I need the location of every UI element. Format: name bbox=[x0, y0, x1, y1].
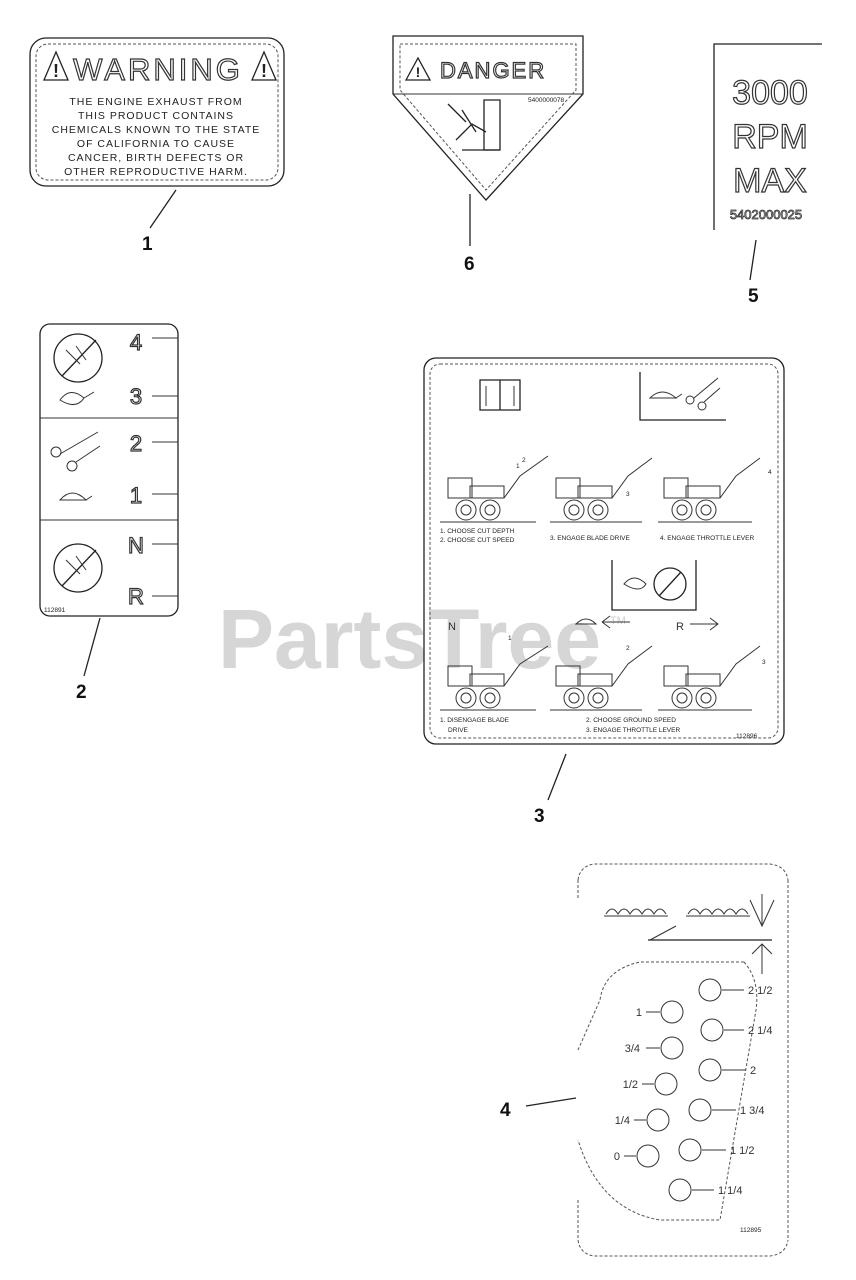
callout-6: 6 bbox=[464, 254, 475, 275]
decal-6-part-number: 5400000078 bbox=[528, 97, 565, 104]
reverse-label: R bbox=[676, 621, 684, 633]
leader-line bbox=[83, 617, 101, 677]
decal-3-operating-instructions: 1 2 3 4 1. CHOOSE CUT DEPTH 2. CHOOSE CU… bbox=[423, 357, 785, 827]
decal-3-caption: 3. ENGAGE THROTTLE LEVER bbox=[586, 727, 680, 734]
watermark-trademark: TM bbox=[610, 615, 626, 627]
depth-label-right: 1 3/4 bbox=[740, 1105, 764, 1117]
watermark-text: PartsTree bbox=[218, 592, 601, 686]
hand-blade-hazard-icon bbox=[447, 99, 501, 151]
depth-label-right: 2 1/4 bbox=[748, 1025, 772, 1037]
decal-1-line: THE ENGINE EXHAUST FROM bbox=[69, 96, 242, 108]
gear-label: 3 bbox=[130, 384, 142, 409]
machine-illustration bbox=[550, 645, 653, 711]
depth-label-left: 1 bbox=[636, 1007, 642, 1019]
turtle-slow-icon bbox=[648, 391, 683, 399]
depth-label-left: 0 bbox=[614, 1151, 620, 1163]
machine-illustration bbox=[440, 455, 549, 523]
gear-label: 1 bbox=[130, 483, 142, 508]
decal-2-part-number: 112891 bbox=[44, 607, 66, 614]
svg-text:!: ! bbox=[416, 64, 421, 80]
no-blade-icon bbox=[53, 333, 103, 383]
callout-4: 4 bbox=[500, 1100, 511, 1121]
depth-hole bbox=[636, 978, 724, 1202]
no-blade-icon bbox=[653, 567, 687, 601]
decal-5-line: RPM bbox=[732, 118, 808, 156]
depth-label-left: 1/2 bbox=[623, 1079, 638, 1091]
step-number: 2 bbox=[522, 457, 526, 464]
leader-line bbox=[749, 239, 757, 281]
machine-illustration bbox=[440, 645, 549, 711]
decal-3-caption: 2. CHOOSE GROUND SPEED bbox=[586, 717, 676, 724]
machine-illustration bbox=[550, 457, 653, 523]
decal-6-title: DANGER bbox=[440, 58, 546, 83]
decal-2-gear-selector: 4 3 2 1 N R 112891 2 bbox=[39, 323, 179, 703]
decal-4-cut-depth-gauge: 1 3/4 1/2 1/4 0 2 1/2 2 1/4 2 1 3/4 1 1/… bbox=[500, 863, 789, 1257]
decal-5-rpm: 3000 RPM MAX 5402000025 5 bbox=[713, 43, 822, 307]
gear-label: R bbox=[128, 584, 144, 609]
svg-text:!: ! bbox=[53, 61, 59, 81]
depth-label-right: 2 bbox=[750, 1065, 756, 1077]
machine-illustration bbox=[658, 457, 761, 523]
step-number: 3 bbox=[762, 659, 766, 666]
decal-1-line: CANCER, BIRTH DEFECTS OR bbox=[68, 152, 244, 164]
forward-arrow-icon bbox=[690, 617, 719, 631]
depth-label-left: 3/4 bbox=[625, 1043, 640, 1055]
step-number: 1 bbox=[508, 635, 512, 642]
decal-3-caption: 1. CHOOSE CUT DEPTH bbox=[440, 528, 515, 535]
step-number: 2 bbox=[626, 645, 630, 652]
depth-label-right: 1 1/2 bbox=[730, 1145, 754, 1157]
gear-label: 4 bbox=[130, 330, 142, 355]
svg-text:!: ! bbox=[261, 61, 267, 81]
danger-triangle-icon bbox=[404, 56, 432, 81]
decal-3-caption: 3. ENGAGE BLADE DRIVE bbox=[550, 535, 630, 542]
scissors-cut-icon bbox=[50, 431, 101, 472]
depth-label-right: 2 1/2 bbox=[748, 985, 772, 997]
step-number: 4 bbox=[768, 469, 772, 476]
reverse-arrow-icon bbox=[574, 615, 630, 629]
step-number: 1 bbox=[516, 463, 520, 470]
decal-3-caption: DRIVE bbox=[448, 727, 469, 734]
scissors-cut-icon bbox=[685, 377, 721, 411]
rabbit-fast-icon bbox=[59, 391, 95, 405]
neutral-label: N bbox=[448, 621, 456, 633]
callout-2: 2 bbox=[76, 682, 87, 703]
decal-3-caption: 4. ENGAGE THROTTLE LEVER bbox=[660, 535, 754, 542]
step-number: 3 bbox=[626, 491, 630, 498]
decal-1-line: CHEMICALS KNOWN TO THE STATE bbox=[52, 124, 260, 136]
warning-triangle-icon bbox=[251, 50, 277, 81]
decal-5-line: 3000 bbox=[732, 74, 808, 112]
decal-5-line: MAX bbox=[733, 162, 807, 200]
decal-3-part-number: 112896 bbox=[736, 733, 758, 740]
decal-1-title: WARNING bbox=[73, 52, 243, 87]
no-blade-icon bbox=[53, 543, 103, 593]
decal-1-warning: ! ! WARNING THE ENGINE EXHAUST FROM THIS… bbox=[29, 37, 285, 255]
turtle-slow-icon bbox=[58, 492, 93, 501]
decal-1-line: THIS PRODUCT CONTAINS bbox=[78, 110, 234, 122]
depth-label-right: 1 1/4 bbox=[718, 1185, 742, 1197]
decal-3-caption: 1. DISENGAGE BLADE bbox=[440, 717, 510, 724]
callout-5: 5 bbox=[748, 286, 759, 307]
decal-1-line: OTHER REPRODUCTIVE HARM. bbox=[64, 166, 248, 178]
gear-label: 2 bbox=[130, 431, 142, 456]
depth-label-left: 1/4 bbox=[615, 1115, 630, 1127]
warning-triangle-icon bbox=[43, 50, 69, 81]
rabbit-fast-icon bbox=[623, 577, 647, 590]
manual-book-icon bbox=[479, 379, 521, 411]
leader-line bbox=[547, 753, 567, 801]
decal-3-caption: 2. CHOOSE CUT SPEED bbox=[440, 537, 515, 544]
leader-line bbox=[149, 189, 177, 229]
machine-illustration bbox=[658, 645, 761, 711]
gear-label: N bbox=[128, 533, 144, 558]
grass-height-icon bbox=[604, 894, 775, 974]
decal-1-line: OF CALIFORNIA TO CAUSE bbox=[77, 138, 235, 150]
decal-5-part-number: 5402000025 bbox=[730, 207, 802, 222]
decal-6-danger: ! DANGER 5400000078 6 bbox=[392, 35, 584, 275]
callout-3: 3 bbox=[534, 806, 545, 827]
decal-4-part-number: 112895 bbox=[740, 1227, 762, 1234]
callout-1: 1 bbox=[142, 234, 153, 255]
leader-line bbox=[525, 1097, 577, 1107]
